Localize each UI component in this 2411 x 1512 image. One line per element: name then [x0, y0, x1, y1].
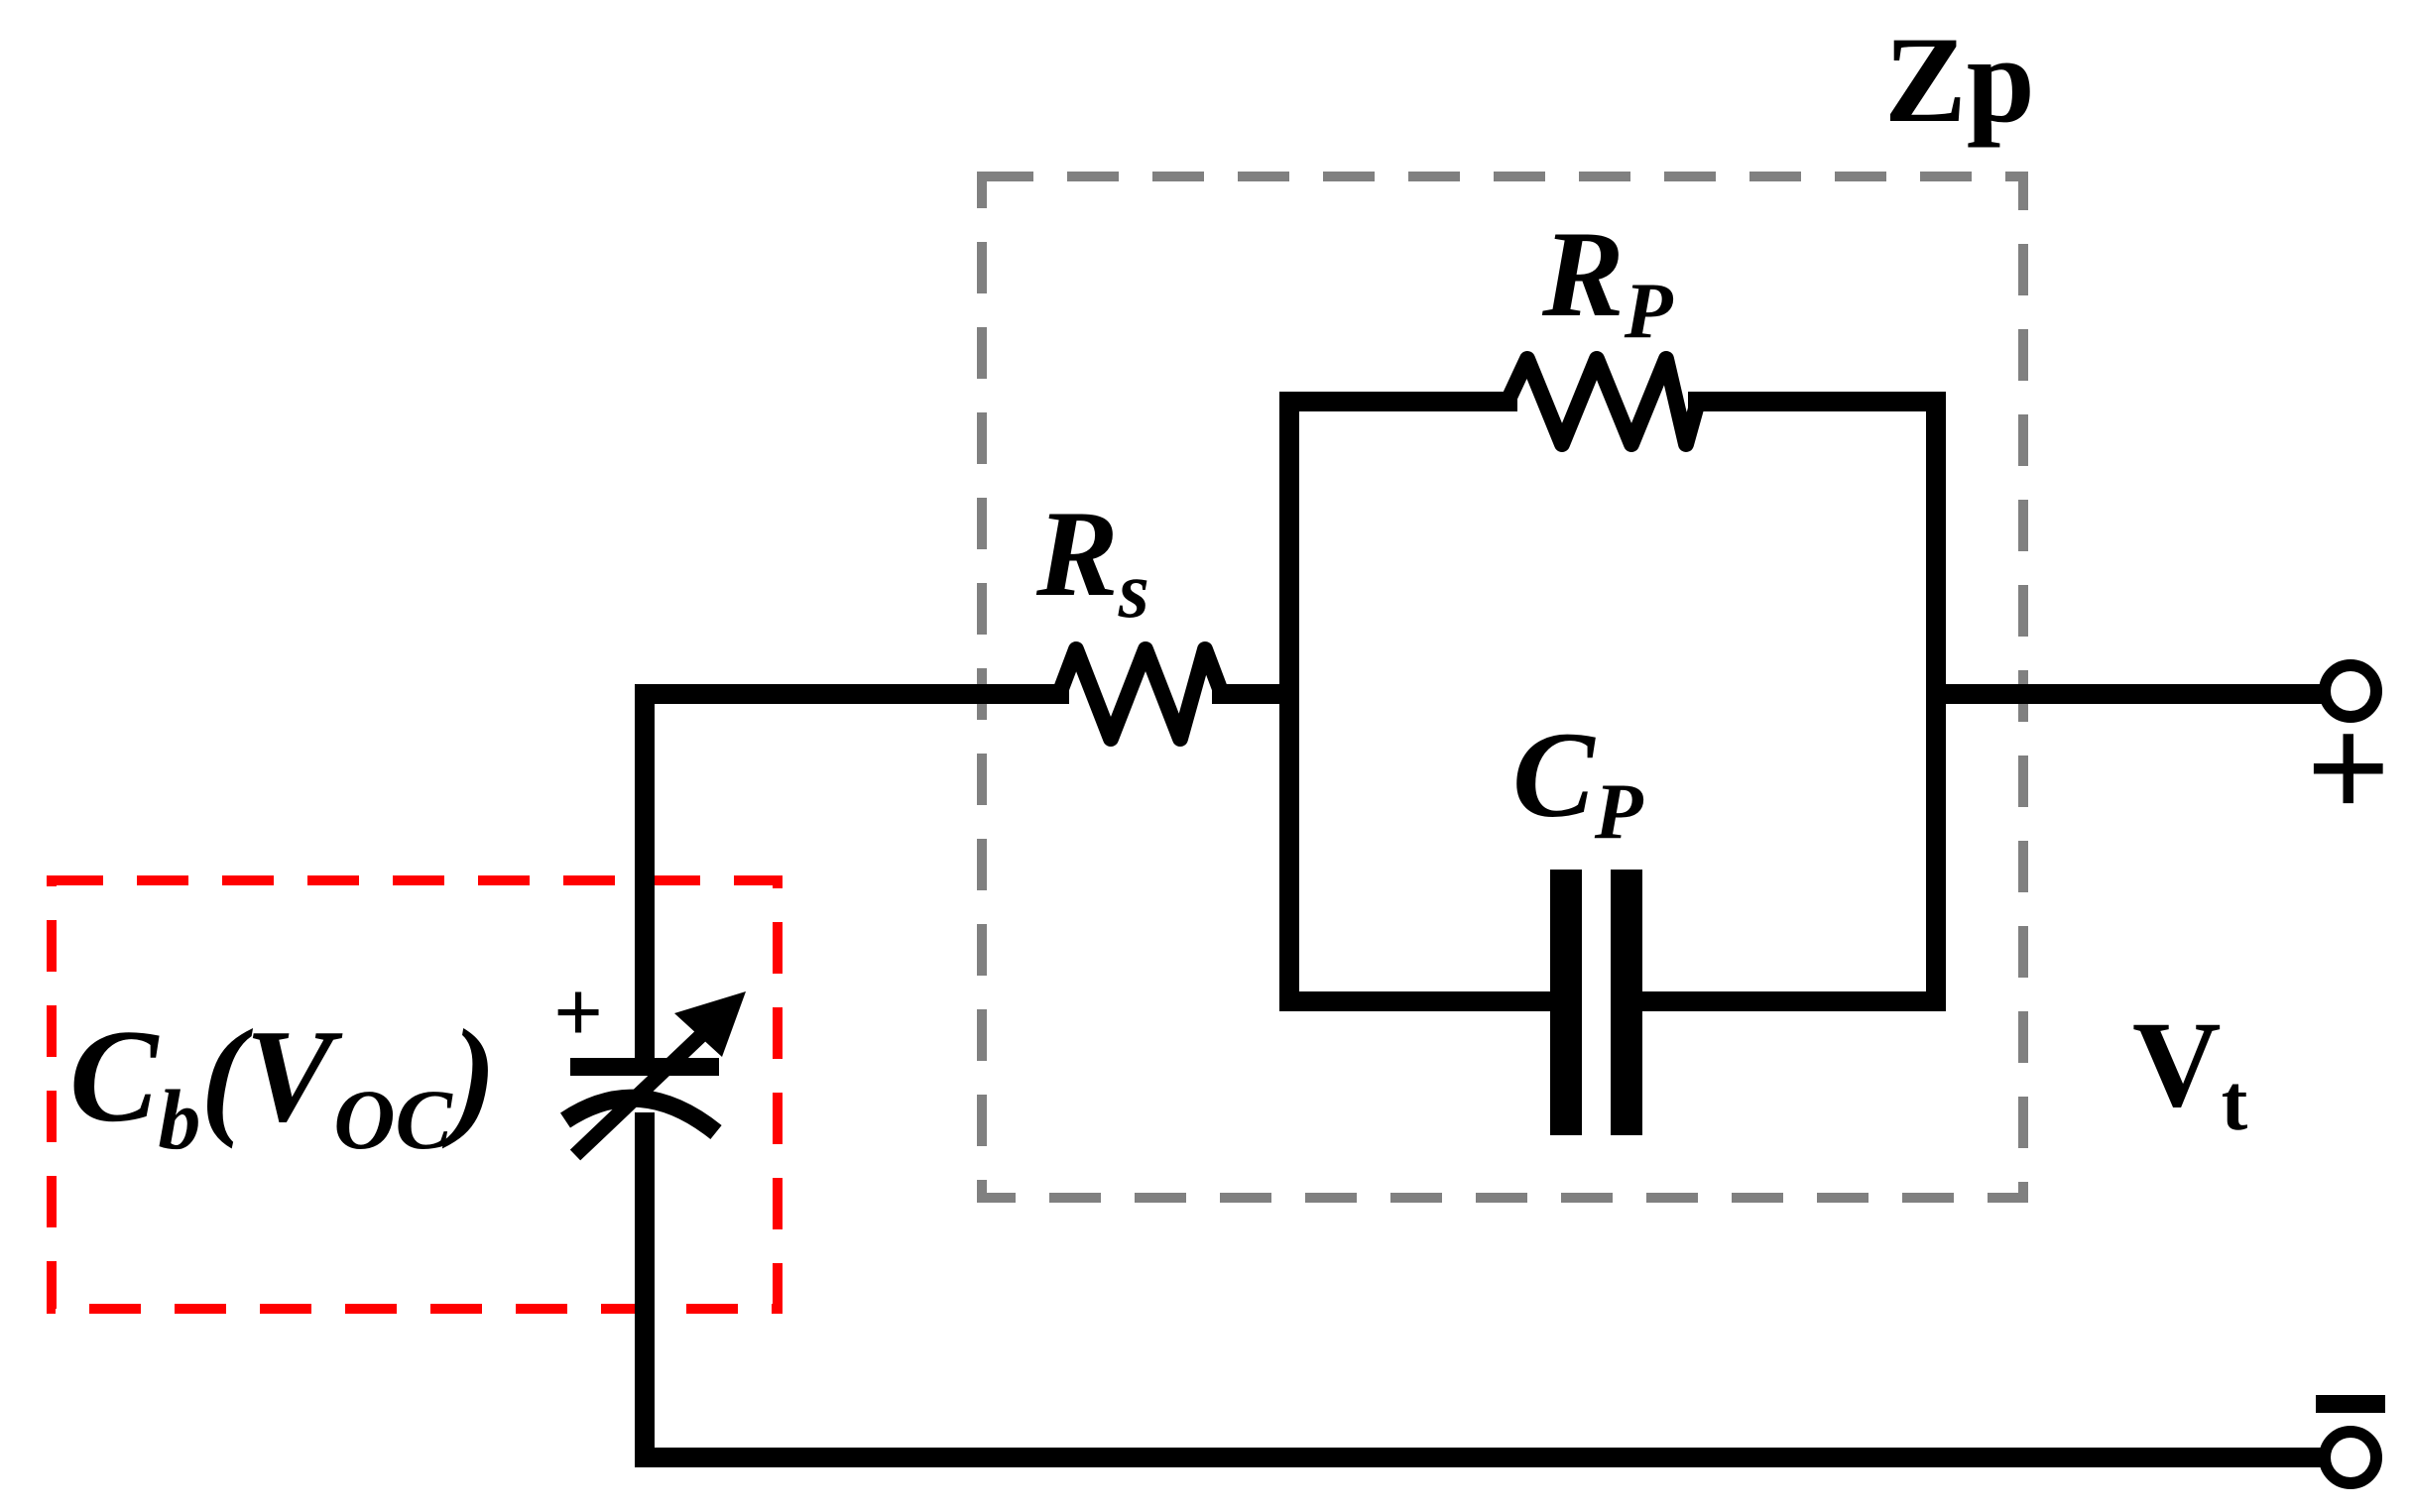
- left-wire: [635, 684, 1069, 1073]
- impedance-block-label: Zp: [1884, 12, 2035, 148]
- variable-capacitor-icon: [560, 991, 746, 1161]
- circuit-wires: [635, 392, 2351, 1467]
- rs-resistor-icon: [1051, 641, 1230, 747]
- negative-terminal-symbol: [2316, 1395, 2385, 1413]
- cp-label: CP: [1512, 707, 1644, 856]
- cp-capacitor-icon: [1550, 870, 1642, 1135]
- negative-terminal-icon: [2319, 1426, 2382, 1489]
- terminal-voltage-label: Vt: [2132, 996, 2248, 1147]
- left-lower-wire: [635, 1112, 2351, 1467]
- battery-capacitance-boundary: [47, 875, 783, 1314]
- rs-label: Rs: [1035, 486, 1149, 635]
- rp-label: RP: [1541, 206, 1674, 355]
- positive-terminal-icon: [2319, 659, 2382, 723]
- positive-terminal-symbol: +: [2306, 686, 2390, 851]
- rp-resistor-icon: [1500, 351, 1706, 452]
- battery-polarity-plus: +: [553, 965, 603, 1061]
- battery-capacitance-label: Cb(VOC): [69, 1002, 497, 1167]
